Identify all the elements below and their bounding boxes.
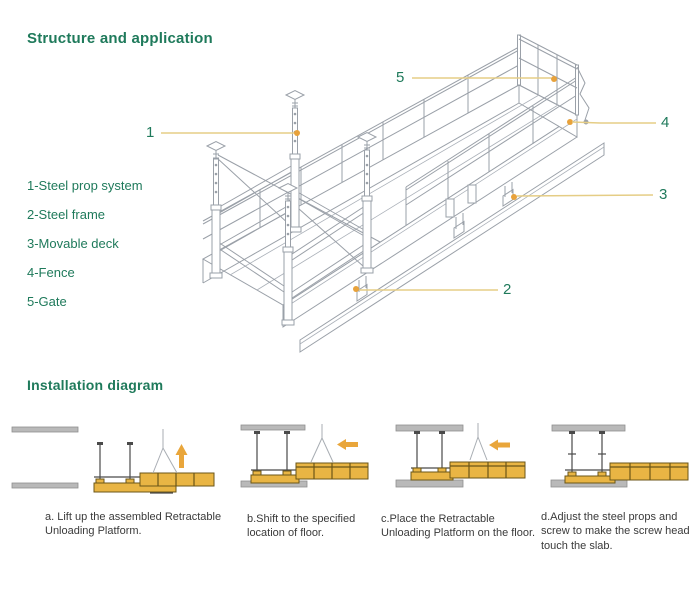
- gate: [517, 34, 590, 125]
- front-fence: [405, 76, 578, 225]
- up-arrow-icon: [175, 444, 188, 468]
- legend-item-deck: 3-Movable deck: [27, 236, 119, 251]
- callout-4: 4: [661, 114, 670, 131]
- left-arrow-icon: [337, 439, 358, 450]
- structure-diagram-svg: [161, 34, 656, 353]
- install-step-c-caption: c.Place the Retractable Unloading Platfo…: [381, 513, 536, 540]
- callout-5: 5: [396, 69, 405, 86]
- lifting-sling: [469, 423, 488, 461]
- install-step-d-caption: d.Adjust the steel props and screw to ma…: [541, 511, 690, 552]
- callout-1: 1: [146, 124, 155, 141]
- callout-2: 2: [503, 281, 512, 298]
- install-step-d-svg: [550, 424, 689, 488]
- callout-3: 3: [659, 186, 668, 203]
- steel-prop-system: [205, 89, 378, 326]
- legend: 1-Steel prop system 2-Steel frame 3-Mova…: [27, 176, 143, 321]
- prop-cage-rails: [213, 154, 381, 303]
- left-arrow-icon: [489, 439, 510, 451]
- legend-item-fence: 4-Fence: [27, 265, 75, 280]
- legend-item-gate: 5-Gate: [27, 294, 67, 309]
- install-step-a-caption: a. Lift up the assembled Retractable Unl…: [45, 511, 222, 538]
- legend-item-prop: 1-Steel prop system: [27, 178, 143, 193]
- legend-item-frame: 2-Steel frame: [27, 207, 106, 222]
- lifting-sling: [310, 424, 334, 463]
- section-title-installation: Installation diagram: [27, 377, 164, 393]
- lifting-sling: [152, 429, 178, 474]
- leader-lines: [161, 76, 656, 292]
- install-step-a-svg: [11, 426, 215, 494]
- install-step-b-caption: b.Shift to the specified location of flo…: [247, 513, 356, 540]
- section-title-structure: Structure and application: [27, 30, 213, 47]
- install-step-b-svg: [240, 424, 369, 488]
- install-step-c-svg: [395, 423, 526, 488]
